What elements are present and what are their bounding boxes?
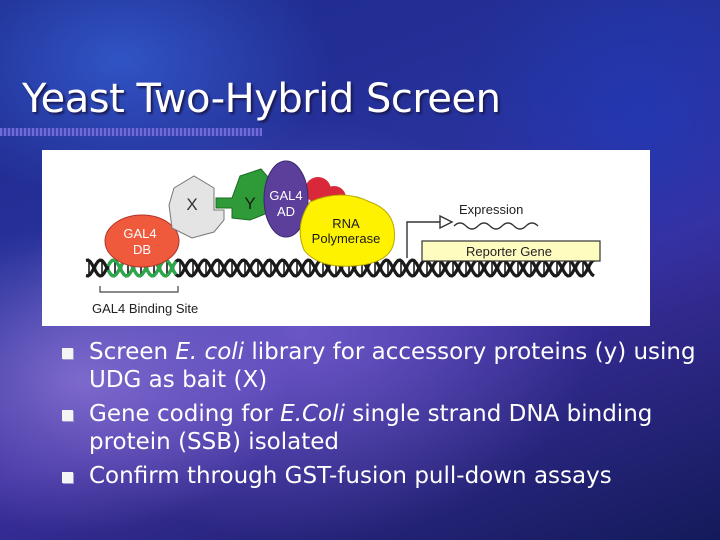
- bullet-text: Gene coding for E.Coli single strand DNA…: [89, 401, 653, 455]
- x-bait-protein: [168, 175, 225, 239]
- rna-polymerase-label-line1: RNA: [332, 216, 360, 231]
- y-protein-label: Y: [244, 194, 255, 213]
- square-bullet-icon: [62, 348, 73, 359]
- expression-wave: [453, 222, 539, 230]
- rna-polymerase-label-line2: Polymerase: [312, 231, 381, 246]
- binding-site-bracket: [99, 286, 179, 293]
- two-hybrid-diagram: Reporter Gene Expression GAL4 DB X Y GAL…: [42, 150, 650, 326]
- square-bullet-icon: [62, 410, 73, 421]
- square-bullet-icon: [62, 472, 73, 483]
- bullet-item: Screen E. coli library for accessory pro…: [62, 338, 702, 394]
- transcription-arrow-head: [439, 214, 454, 230]
- bullet-list: Screen E. coli library for accessory pro…: [62, 338, 702, 496]
- gal4-db-label-line1: GAL4: [123, 226, 156, 241]
- expression-label: Expression: [459, 202, 523, 217]
- transcription-start-arrow: [406, 221, 440, 258]
- dna-helix: [85, 258, 595, 278]
- x-protein-label: X: [186, 195, 197, 214]
- bullet-text: Confirm through GST-fusion pull-down ass…: [89, 463, 612, 489]
- bullet-item: Confirm through GST-fusion pull-down ass…: [62, 462, 702, 490]
- reporter-gene-label: Reporter Gene: [466, 244, 552, 259]
- rna-polymerase: [299, 194, 395, 267]
- bullet-text: Screen E. coli library for accessory pro…: [89, 339, 696, 393]
- gal4-db-protein: [104, 214, 180, 268]
- two-hybrid-diagram-svg: Reporter Gene Expression GAL4 DB X Y GAL…: [85, 160, 601, 316]
- gal4-db-label-line2: DB: [133, 242, 151, 257]
- title-underline: [0, 128, 262, 136]
- binding-site-strand-bottom: [106, 258, 178, 278]
- gal4-ad-label-line2: AD: [277, 204, 295, 219]
- binding-site-label: GAL4 Binding Site: [92, 301, 198, 316]
- gal4-ad-label-line1: GAL4: [269, 188, 302, 203]
- slide-title: Yeast Two-Hybrid Screen: [22, 76, 501, 122]
- reporter-gene-box: [421, 240, 601, 262]
- bullet-item: Gene coding for E.Coli single strand DNA…: [62, 400, 702, 456]
- gal4-ad-protein: [263, 160, 309, 238]
